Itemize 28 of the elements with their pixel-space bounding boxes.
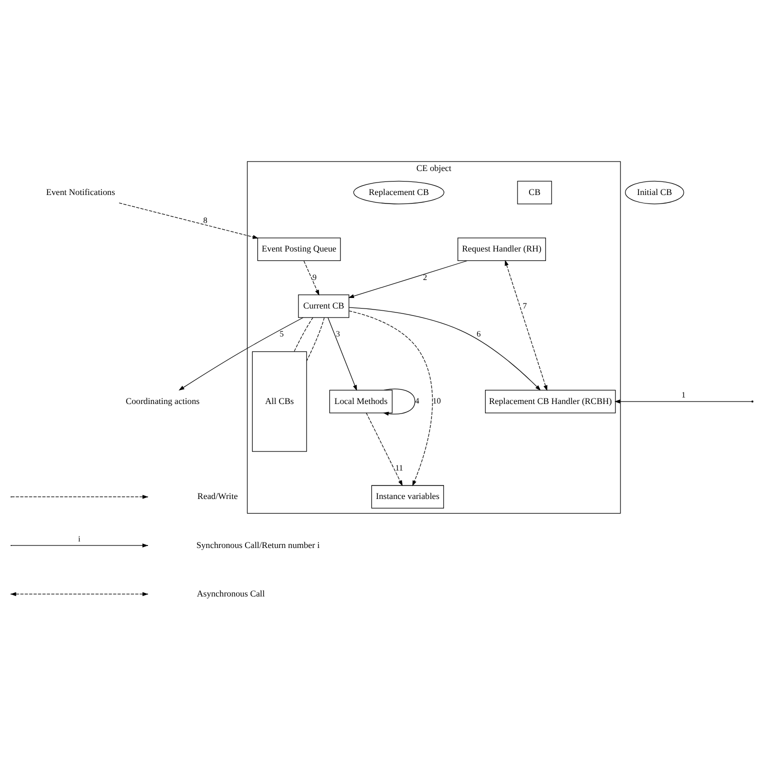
arrow bbox=[504, 259, 548, 391]
arrow bbox=[178, 316, 304, 390]
node-box: Current CB bbox=[298, 294, 350, 318]
legend-label: Asynchronous Call bbox=[196, 588, 265, 598]
arrow bbox=[383, 388, 416, 416]
arrow bbox=[348, 306, 541, 390]
connector bbox=[294, 316, 314, 352]
node-box: Local Methods bbox=[329, 389, 392, 413]
node-box: All CBs bbox=[252, 350, 307, 452]
legend-label: Read/Write bbox=[197, 490, 238, 501]
connector bbox=[306, 316, 325, 361]
arrow bbox=[328, 316, 357, 390]
node-ellipse: Initial CB bbox=[625, 180, 684, 204]
arrow bbox=[366, 412, 403, 486]
legend-label: Synchronous Call/Return number i bbox=[196, 539, 320, 550]
arrow bbox=[304, 260, 320, 296]
arrow bbox=[614, 399, 752, 404]
node-ellipse: Replacement CB bbox=[353, 180, 444, 204]
arrow bbox=[348, 310, 433, 486]
node-box: Event Posting Queue bbox=[257, 237, 341, 261]
arrow bbox=[118, 202, 258, 238]
node-text: Event Notifications bbox=[46, 186, 116, 196]
node-box: CB bbox=[517, 180, 552, 204]
node-box: Request Handler (RH) bbox=[458, 237, 546, 261]
node-text: Coordinating actions bbox=[126, 395, 200, 406]
node-box: Instance variables bbox=[371, 484, 444, 508]
arrow bbox=[348, 260, 468, 298]
node-box: Replacement CB Handler (RCBH) bbox=[485, 389, 616, 413]
